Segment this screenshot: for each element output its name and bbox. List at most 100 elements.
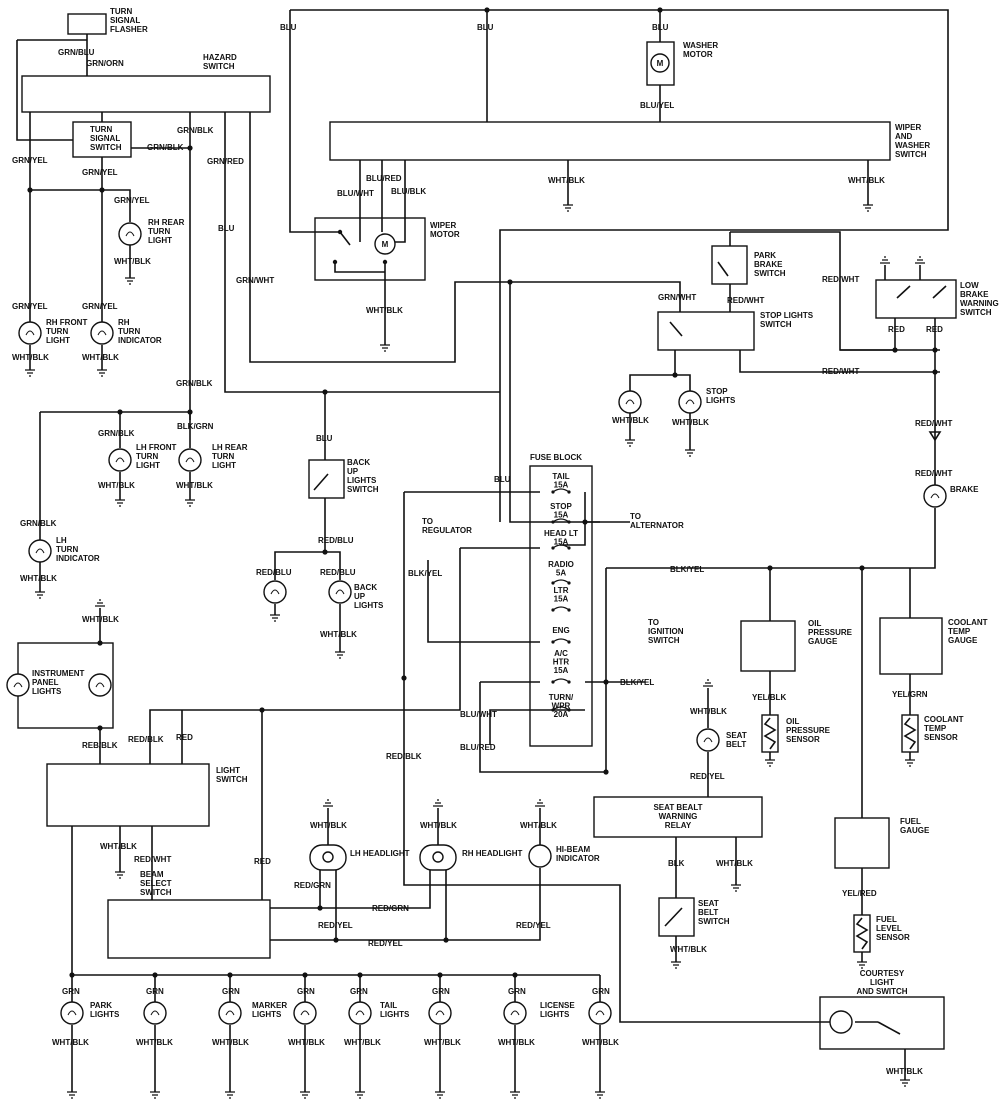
label-red-blk: RED/BLK [128, 735, 164, 744]
coolant-temp-gauge-box [879, 617, 943, 675]
ground-symbol [185, 499, 195, 507]
seat-belt-warning-relay-box [593, 796, 763, 838]
fuel-gauge-box [834, 817, 890, 869]
ground-symbol [765, 759, 775, 767]
ground-symbol [35, 591, 45, 599]
label-wht-blk: WHT/BLK [612, 416, 649, 425]
label-red: RED [926, 325, 943, 334]
label-grn-blk-lower: GRN/BLK [20, 519, 57, 528]
label-blu-blk: BLU/BLK [391, 187, 426, 196]
ground-symbol [270, 614, 280, 622]
fuse-terminal [567, 708, 571, 712]
ground-symbol [900, 1079, 910, 1087]
switch-blades [313, 261, 947, 1035]
marker-lamp-2-filament [300, 1010, 310, 1016]
hi-beam-indicator-icon [528, 844, 552, 868]
label-red-wht: RED/WHT [822, 275, 859, 284]
wiper-motor-m: M [382, 240, 389, 249]
back-up-lamp-1 [263, 580, 287, 604]
label-blu-wht: BLU/WHT [460, 710, 497, 719]
ground-symbol [625, 439, 635, 447]
label-blu: BLU [477, 23, 494, 32]
label-red-wht: RED/WHT [822, 367, 859, 376]
ground-symbol [857, 961, 867, 969]
ground-symbol [905, 759, 915, 767]
label-wht-blk: WHT/BLK [176, 481, 213, 490]
label-wht-blk: WHT/BLK [82, 353, 119, 362]
fuse-terminal [551, 520, 555, 524]
tail-lamp-2-filament [435, 1010, 445, 1016]
fuse-terminal [567, 490, 571, 494]
label-wht-blk: WHT/BLK [424, 1038, 461, 1047]
ground-symbol [355, 1091, 365, 1099]
fuse-terminal [551, 546, 555, 550]
fuse-terminal [551, 608, 555, 612]
label-wht-blk: WHT/BLK [212, 1038, 249, 1047]
label-red: RED [176, 733, 193, 742]
ground-symbol [150, 1091, 160, 1099]
label-blu-red: BLU/RED [366, 174, 402, 183]
label-grn-red: GRN/RED [207, 157, 244, 166]
rh-rear-turn-lamp [118, 222, 142, 246]
label-blu: BLU [652, 23, 669, 32]
fuse-block-box [529, 465, 593, 747]
label-red-blu: RED/BLU [320, 568, 356, 577]
fuse-terminal [567, 640, 571, 644]
label-red-grn: RED/GRN [294, 881, 331, 890]
label-blu: BLU [494, 475, 511, 484]
park-lamp-2 [143, 1001, 167, 1025]
ground-symbol [335, 651, 345, 659]
label-grn-yel: GRN/YEL [114, 196, 150, 205]
label-wht-blk: WHT/BLK [98, 481, 135, 490]
back-up-lamp-2-filament [335, 589, 345, 595]
coolant-temp-sensor-zigzag [903, 717, 917, 750]
fuse-terminal [567, 680, 571, 684]
label-grn-yel: GRN/YEL [82, 302, 118, 311]
label-wht-blk: WHT/BLK [420, 821, 457, 830]
label-red-blu: RED/BLU [256, 568, 292, 577]
junctions [27, 7, 938, 978]
fuse-terminal [567, 581, 571, 585]
label-wht-blk: WHT/BLK [520, 821, 557, 830]
label-blu: BLU [316, 434, 333, 443]
fuse-terminal [551, 708, 555, 712]
label-red: RED [888, 325, 905, 334]
lh-rear-turn-lamp [178, 448, 202, 472]
grounds [25, 204, 925, 1099]
washer-motor-m: M [657, 59, 664, 68]
label-wht-blk: WHT/BLK [716, 859, 753, 868]
label-blu-red: BLU/RED [460, 743, 496, 752]
fuse-4-icon [552, 579, 570, 584]
lh-turn-indicator-lamp [28, 539, 52, 563]
marker-lamp-2 [293, 1001, 317, 1025]
label-grn-yel: GRN/YEL [12, 156, 48, 165]
ground-symbol [433, 799, 443, 807]
ground-symbol [595, 1091, 605, 1099]
fuse-6-icon [552, 638, 570, 643]
label-grn: GRN [62, 987, 80, 996]
ground-symbol [731, 884, 741, 892]
fuel-level-sensor-zigzag [855, 917, 869, 950]
label-yel-grn: YEL/GRN [892, 690, 928, 699]
sensor-icons [761, 714, 919, 953]
label-grn: GRN [146, 987, 164, 996]
tail-lamp-2 [428, 1001, 452, 1025]
fuse-terminal [551, 640, 555, 644]
label-wht-blk: WHT/BLK [886, 1067, 923, 1076]
label-blu: BLU [218, 224, 235, 233]
seat-belt-lamp-filament [703, 737, 713, 743]
fuse-terminal [551, 581, 555, 585]
seat-belt-switch-box [658, 897, 695, 937]
ground-symbol [25, 369, 35, 377]
label-grn: GRN [350, 987, 368, 996]
park-brake-switch-box [711, 245, 748, 285]
fuse-terminal [567, 520, 571, 524]
